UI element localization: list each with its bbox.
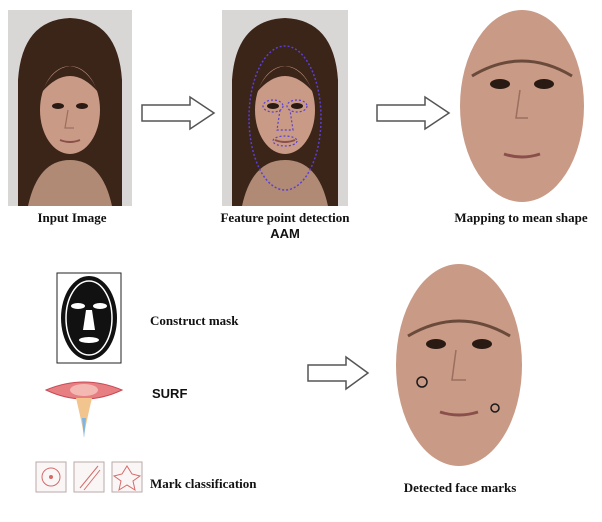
arrow-right-icon: [306, 355, 370, 391]
arrow-right-icon: [375, 95, 451, 131]
landmark-face-photo: [222, 10, 348, 206]
label-surf: SURF: [152, 386, 187, 401]
label-aam: AAM: [195, 226, 375, 241]
label-input-image: Input Image: [10, 210, 134, 226]
detected-face: [394, 262, 524, 468]
label-mapping: Mapping to mean shape: [440, 210, 602, 226]
label-mark-classification: Mark classification: [150, 476, 257, 492]
mean-shape-face: [458, 6, 586, 206]
label-detected: Detected face marks: [390, 480, 530, 496]
classification-icons: [34, 458, 144, 501]
input-face-photo: [8, 10, 132, 206]
label-feature-detection: Feature point detection: [195, 210, 375, 226]
surf-blob-icon: [44, 368, 124, 445]
label-construct-mask: Construct mask: [150, 313, 238, 329]
arrow-right-icon: [140, 95, 216, 131]
mask-icon: [56, 272, 122, 369]
